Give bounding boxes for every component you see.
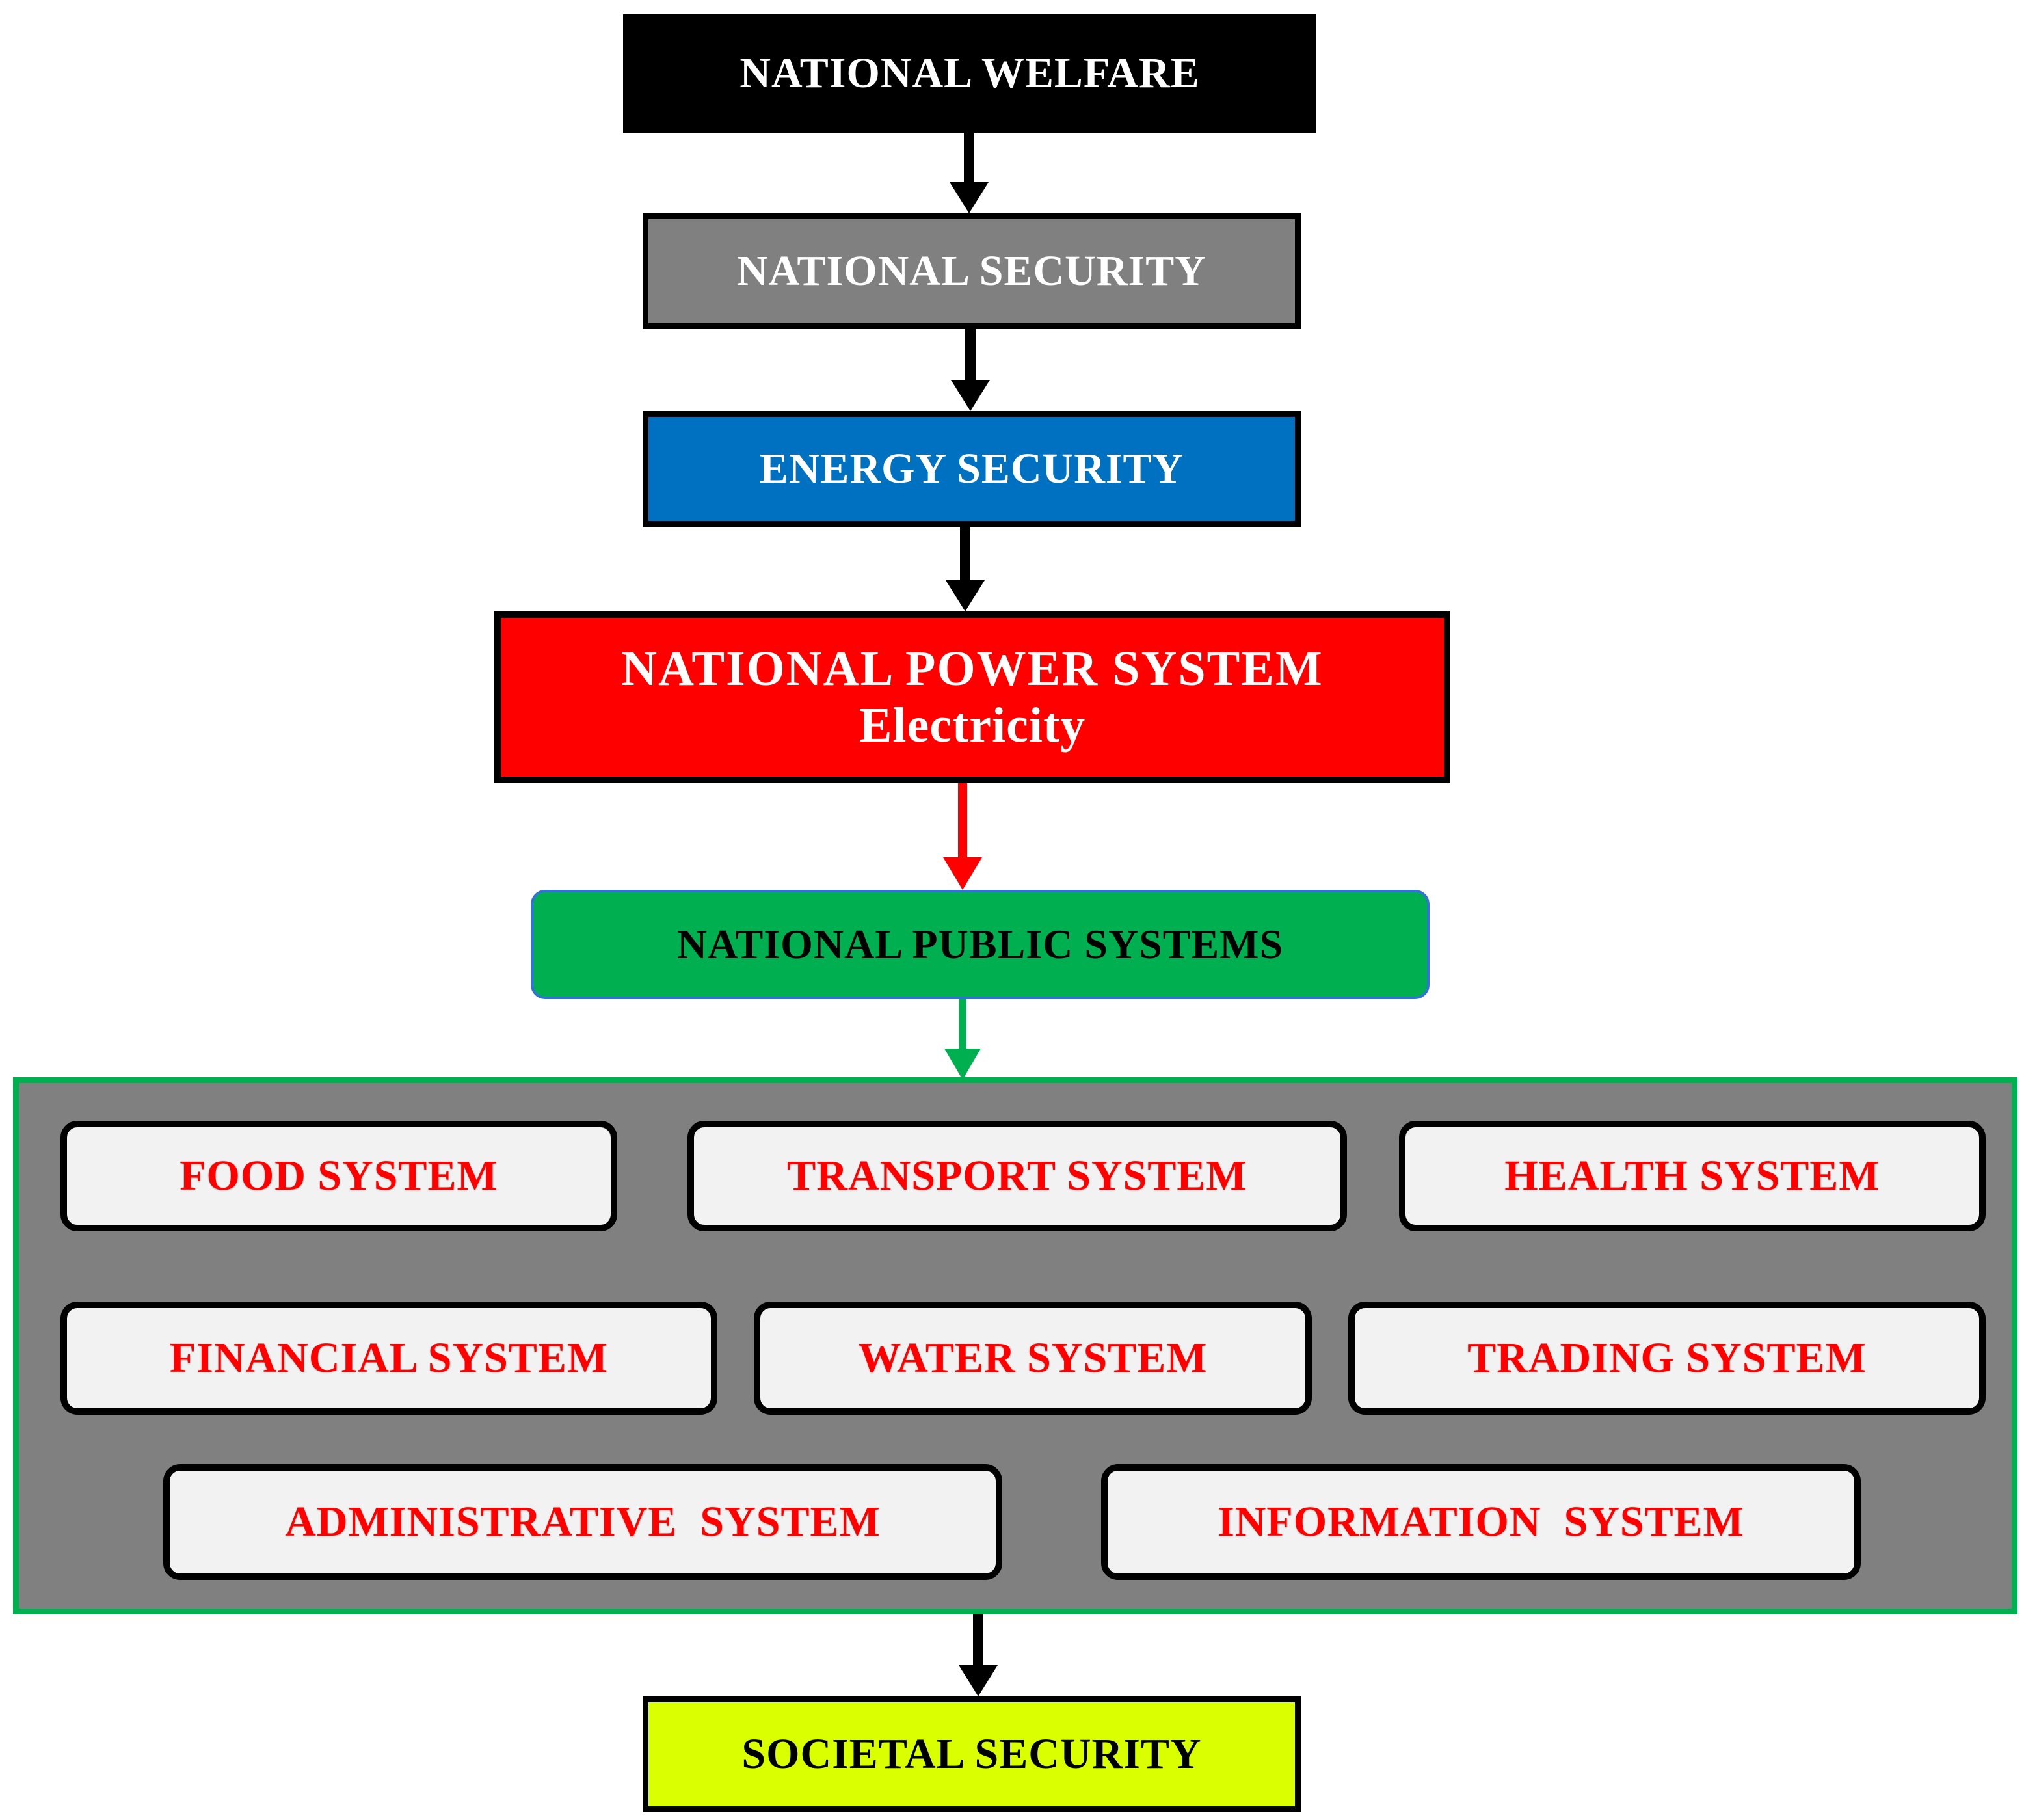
- system-administrative: ADMINISTRATIVE SYSTEM: [163, 1464, 1002, 1580]
- system-label: HEALTH SYSTEM: [1504, 1152, 1880, 1199]
- system-water: WATER SYSTEM: [754, 1302, 1312, 1415]
- system-label: TRADING SYSTEM: [1467, 1334, 1867, 1382]
- energy-security-label: ENERGY SECURITY: [759, 445, 1184, 493]
- energy-security-box: ENERGY SECURITY: [643, 411, 1301, 527]
- arrow-public-systems-to-panel: [944, 999, 981, 1080]
- societal-security-box: SOCIETAL SECURITY: [643, 1696, 1301, 1812]
- system-financial: FINANCIAL SYSTEM: [60, 1302, 717, 1415]
- national-power-system-box: NATIONAL POWER SYSTEM Electricity: [494, 611, 1450, 783]
- system-food: FOOD SYSTEM: [60, 1121, 617, 1231]
- system-label: WATER SYSTEM: [858, 1334, 1208, 1382]
- national-public-systems-box: NATIONAL PUBLIC SYSTEMS: [531, 890, 1430, 999]
- power-system-title: NATIONAL POWER SYSTEM: [621, 641, 1324, 696]
- national-security-label: NATIONAL SECURITY: [737, 247, 1206, 295]
- system-label: ADMINISTRATIVE SYSTEM: [285, 1498, 881, 1546]
- system-transport: TRANSPORT SYSTEM: [687, 1121, 1347, 1231]
- national-welfare-label: NATIONAL WELFARE: [739, 49, 1200, 98]
- arrow-national-security-to-energy-security: [951, 329, 990, 411]
- arrow-panel-to-societal-security: [959, 1614, 998, 1696]
- system-label: FOOD SYSTEM: [180, 1152, 498, 1199]
- national-welfare-box: NATIONAL WELFARE: [623, 14, 1316, 133]
- system-label: FINANCIAL SYSTEM: [169, 1334, 609, 1382]
- national-security-box: NATIONAL SECURITY: [643, 213, 1301, 329]
- arrow-welfare-to-national-security: [950, 133, 989, 213]
- system-information: INFORMATION SYSTEM: [1101, 1464, 1861, 1580]
- public-systems-panel: FOOD SYSTEM TRANSPORT SYSTEM HEALTH SYST…: [13, 1077, 2017, 1614]
- system-trading: TRADING SYSTEM: [1348, 1302, 1986, 1415]
- societal-security-label: SOCIETAL SECURITY: [741, 1730, 1202, 1778]
- arrow-energy-security-to-power-system: [946, 527, 985, 611]
- power-system-subtitle: Electricity: [859, 698, 1086, 753]
- arrow-power-system-to-public-systems: [943, 783, 982, 890]
- public-systems-label: NATIONAL PUBLIC SYSTEMS: [676, 921, 1284, 968]
- system-health: HEALTH SYSTEM: [1399, 1121, 1986, 1231]
- system-label: INFORMATION SYSTEM: [1218, 1498, 1744, 1546]
- system-label: TRANSPORT SYSTEM: [787, 1152, 1247, 1199]
